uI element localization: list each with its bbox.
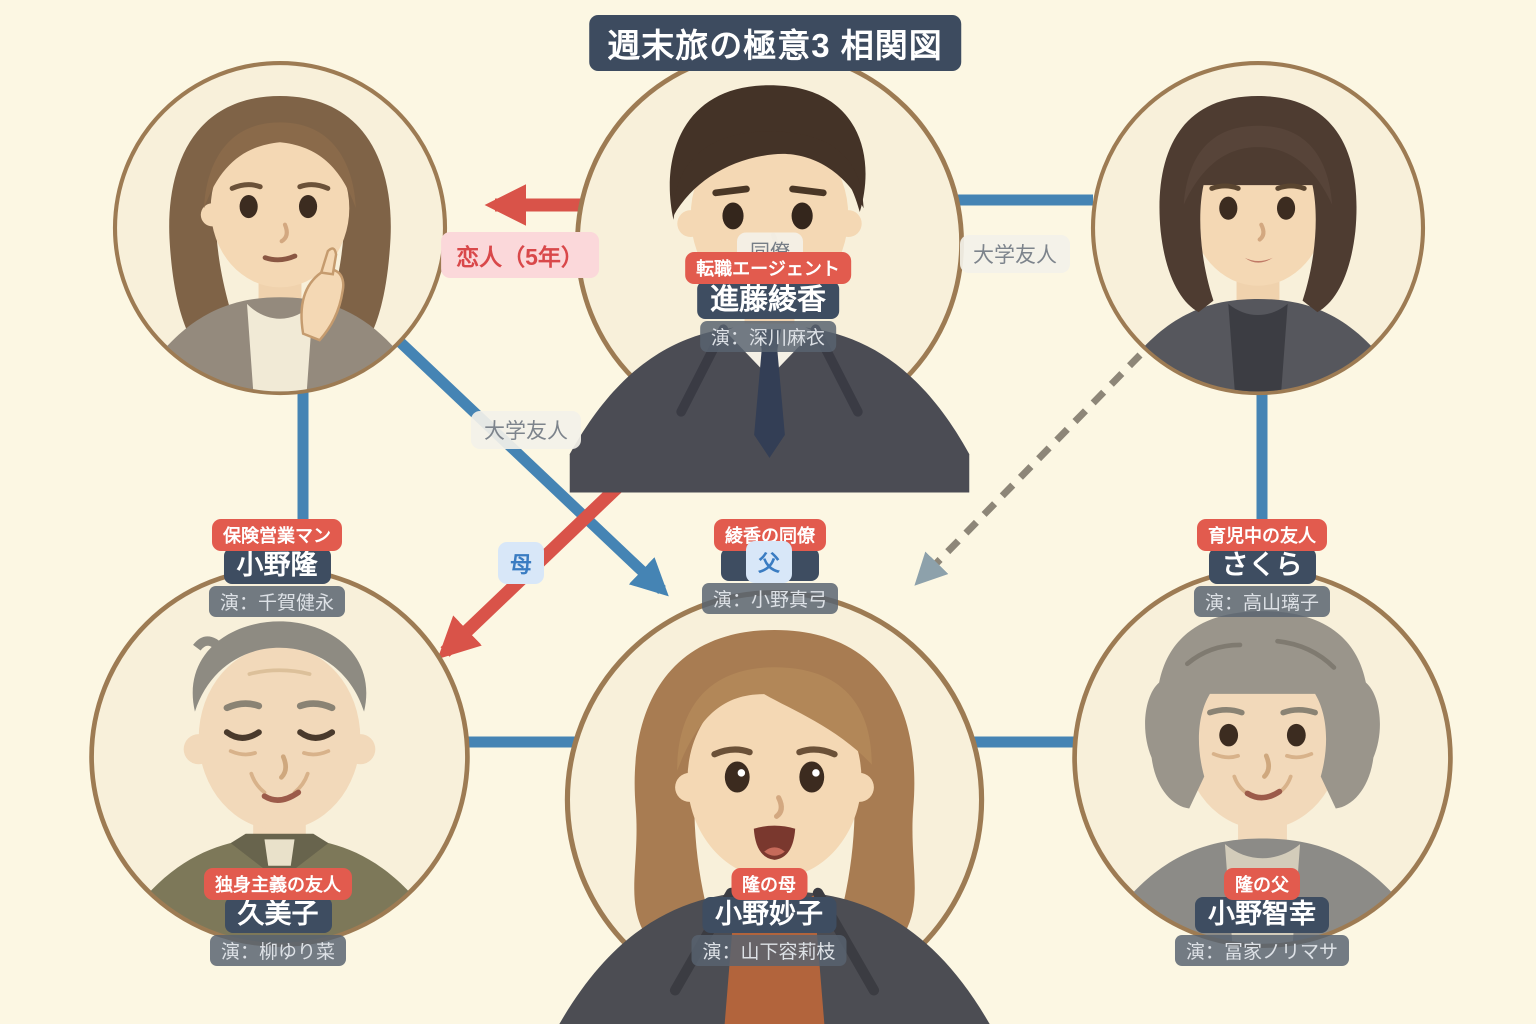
edge-label-univ-friend-diag: 大学友人 [471,411,581,449]
edge-label-father: 父 [745,541,793,583]
character-name: さくら [1208,548,1316,584]
actor-name: 演：高山璃子 [1193,585,1331,617]
character-name: 小野隆 [223,548,331,584]
actor-name: 演：冨家ノリマサ [1174,934,1350,966]
portrait-bottom-right-elderly-woman [1037,532,1488,1021]
edge-dashed-arrow [914,352,1143,586]
label-block-ono-taeko: 隆の母 小野妙子 演：山下容莉枝 [691,868,847,966]
character-name: 小野智幸 [1194,897,1329,933]
edge-univ-friend-diagonal-arrow [396,338,669,597]
actor-name: 演：深川麻衣 [699,321,837,353]
label-block-ono-takashi: 保険営業マン 小野隆 演：千賀健永 [208,519,346,617]
role-badge: 育児中の友人 [1196,519,1327,551]
actor-name: 演：千賀健永 [208,585,346,617]
character-name: 進藤綾香 [696,281,840,320]
actor-name: 演：山下容莉枝 [691,934,847,966]
edge-label-univ-friend-top: 大学友人 [960,235,1070,273]
label-block-sakura: 育児中の友人 さくら 演：高山璃子 [1193,519,1331,617]
role-badge: 保険営業マン [211,519,342,551]
character-name: 久美子 [224,897,332,933]
role-badge: 隆の母 [730,868,807,900]
page-title: 週末旅の極意3 相関図 [589,15,961,71]
role-badge: 隆の父 [1223,868,1300,900]
portrait-top-right-woman [1060,30,1456,459]
label-block-shindo-ayaka: 転職エージェント 進藤綾香 演：深川麻衣 [685,252,851,353]
actor-name: 演：小野真弓 [701,583,839,614]
edge-label-mother: 母 [497,542,545,584]
role-badge: 転職エージェント [685,252,851,284]
actor-name: 演：柳ゆり菜 [209,934,346,966]
portrait-top-left-woman [82,30,478,459]
label-block-kumiko: 独身主義の友人 久美子 演：柳ゆり菜 [204,868,352,966]
character-name: 小野妙子 [701,897,836,933]
role-badge: 独身主義の友人 [204,868,352,900]
label-block-ono-tomoyuki: 隆の父 小野智幸 演：冨家ノリマサ [1174,868,1350,966]
edge-label-lovers: 恋人（5年） [441,232,599,278]
